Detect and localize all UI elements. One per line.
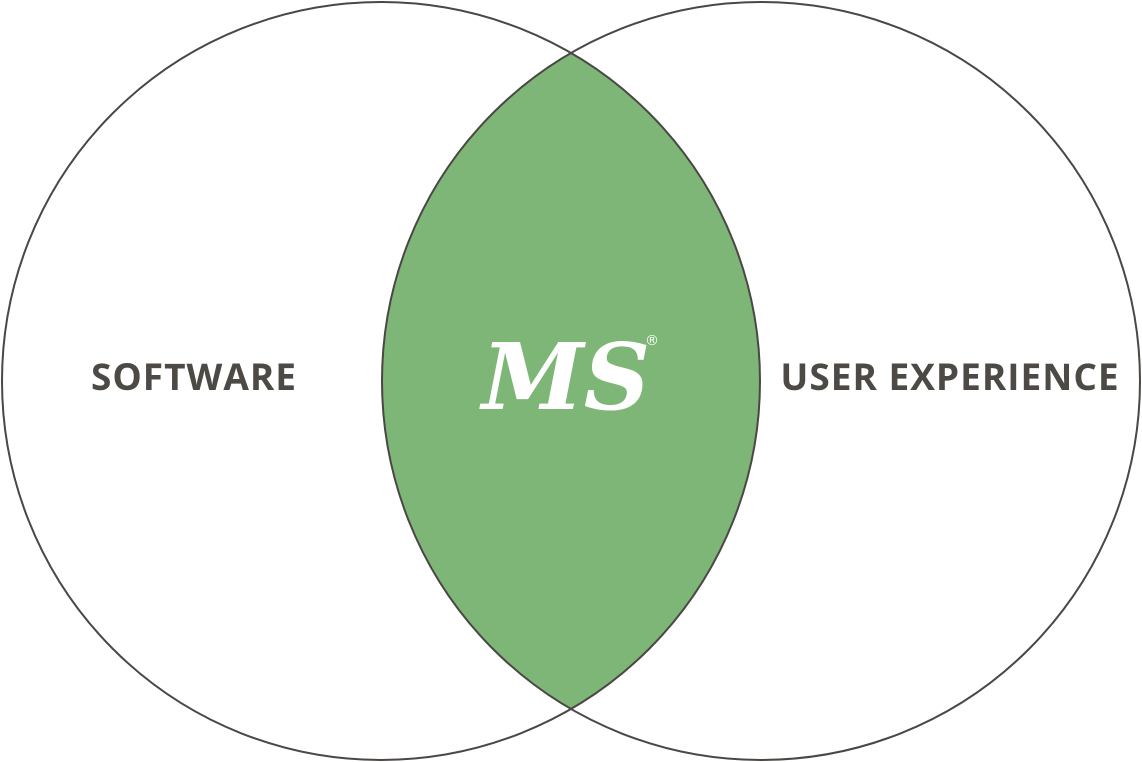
intersection-region <box>382 2 760 760</box>
registered-mark: ® <box>645 333 659 349</box>
ms-logo-text: MS <box>479 323 650 431</box>
user-experience-label: USER EXPERIENCE <box>780 350 1119 401</box>
ms-logo: MS ® <box>479 323 659 431</box>
user-experience-circle <box>381 1 1141 761</box>
software-circle <box>1 1 761 761</box>
software-label: SOFTWARE <box>91 350 297 401</box>
